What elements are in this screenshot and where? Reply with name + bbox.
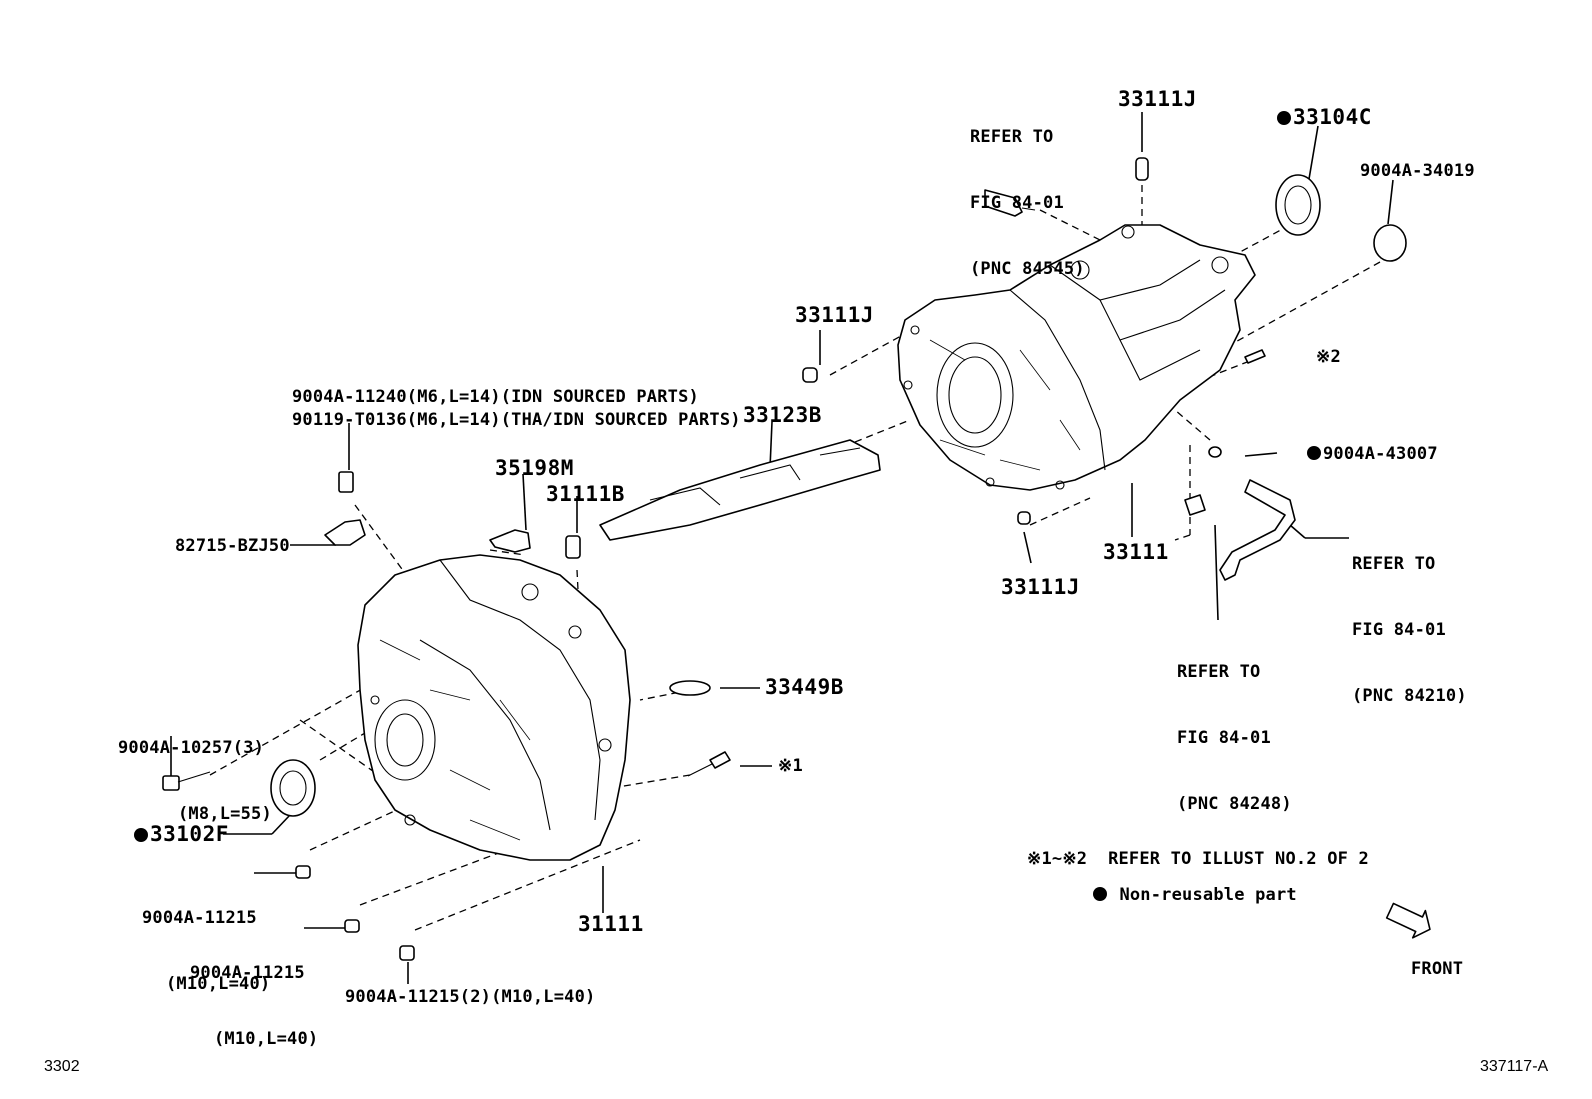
part-number-line: 9004A-11215	[142, 908, 257, 928]
refer-line-2: FIG 84-01	[1177, 728, 1271, 748]
small-parts	[162, 157, 1407, 961]
refer-line-2: FIG 84-01	[970, 193, 1064, 213]
refer-line-1: REFER TO	[1177, 662, 1261, 682]
non-reusable-dot-icon	[1277, 111, 1291, 125]
part-spec-line: (M8,L=55)	[178, 804, 272, 824]
part-9004a-43007: 9004A-43007	[1307, 443, 1438, 465]
transmission-case-rear	[897, 224, 1256, 491]
part-35198m: 35198M	[495, 456, 574, 480]
part-33111j-mid: 33111J	[795, 303, 874, 327]
part-9004a-11215-b: 9004A-11215 (M10,L=40)	[190, 918, 318, 1094]
part-9004a-11215-a: 9004A-11215 (M10,L=40)	[142, 863, 270, 1039]
part-33111-right: 33111	[1103, 540, 1169, 564]
part-82715-bzj50: 82715-BZJ50	[175, 536, 290, 556]
part-33111j-bottom: 33111J	[1001, 575, 1080, 599]
illustration-id: 337117-A	[1480, 1058, 1549, 1075]
refer-line-1: REFER TO	[970, 127, 1054, 147]
legend-non-reusable-text: Non-reusable part	[1119, 885, 1297, 905]
part-number-line: 9004A-10257(3)	[118, 738, 265, 758]
refer-84545-label: REFER TO FIG 84-01 (PNC 84545)	[970, 82, 1085, 324]
part-33102f-text: 33102F	[150, 822, 229, 846]
part-9004a-11215-c: 9004A-11215(2)(M10,L=40)	[345, 987, 596, 1007]
non-reusable-dot-icon	[1093, 887, 1107, 901]
bracket-33123b	[599, 439, 881, 541]
part-9004a-10257: 9004A-10257(3) (M8,L=55)	[118, 693, 272, 869]
refer-line-1: REFER TO	[1352, 554, 1436, 574]
non-reusable-dot-icon	[1307, 446, 1321, 460]
front-label: FRONT	[1411, 959, 1464, 979]
part-33104c-text: 33104C	[1293, 105, 1372, 129]
part-9004a-34019: 9004A-34019	[1360, 161, 1475, 181]
note-2-mark: ※2	[1316, 347, 1341, 367]
legend-refer-note: ※1~※2 REFER TO ILLUST NO.2 OF 2	[1027, 849, 1369, 869]
refer-84210-label: REFER TO FIG 84-01 (PNC 84210)	[1352, 509, 1467, 751]
legend-non-reusable: Non-reusable part	[1093, 884, 1297, 906]
part-31111-left: 31111	[578, 912, 644, 936]
transmission-housing-front	[357, 554, 631, 861]
refer-line-3: (PNC 84545)	[970, 259, 1085, 279]
part-spec-line: (M10,L=40)	[166, 974, 271, 994]
part-spec-line: (M10,L=40)	[214, 1029, 319, 1049]
refer-84248-label: REFER TO FIG 84-01 (PNC 84248)	[1177, 617, 1292, 859]
part-9004a-43007-text: 9004A-43007	[1323, 444, 1438, 464]
part-9004a-11240: 9004A-11240(M6,L=14)(IDN SOURCED PARTS)	[292, 387, 699, 407]
part-90119-t0136: 90119-T0136(M6,L=14)(THA/IDN SOURCED PAR…	[292, 410, 741, 430]
part-33104c: 33104C	[1277, 106, 1372, 128]
part-33111j-top: 33111J	[1118, 87, 1197, 111]
refer-line-2: FIG 84-01	[1352, 620, 1446, 640]
refer-line-3: (PNC 84248)	[1177, 794, 1292, 814]
part-number-line: 9004A-11215	[190, 963, 305, 983]
non-reusable-dot-icon	[134, 828, 148, 842]
part-33449b: 33449B	[765, 675, 844, 699]
part-33123b: 33123B	[743, 403, 822, 427]
figure-code: 3302	[44, 1058, 80, 1075]
refer-line-3: (PNC 84210)	[1352, 686, 1467, 706]
part-31111b: 31111B	[546, 482, 625, 506]
note-1-mark: ※1	[778, 756, 803, 776]
leader-lines	[170, 112, 1394, 984]
part-33102f: 33102F	[134, 823, 229, 845]
front-arrow-icon	[1385, 902, 1431, 939]
